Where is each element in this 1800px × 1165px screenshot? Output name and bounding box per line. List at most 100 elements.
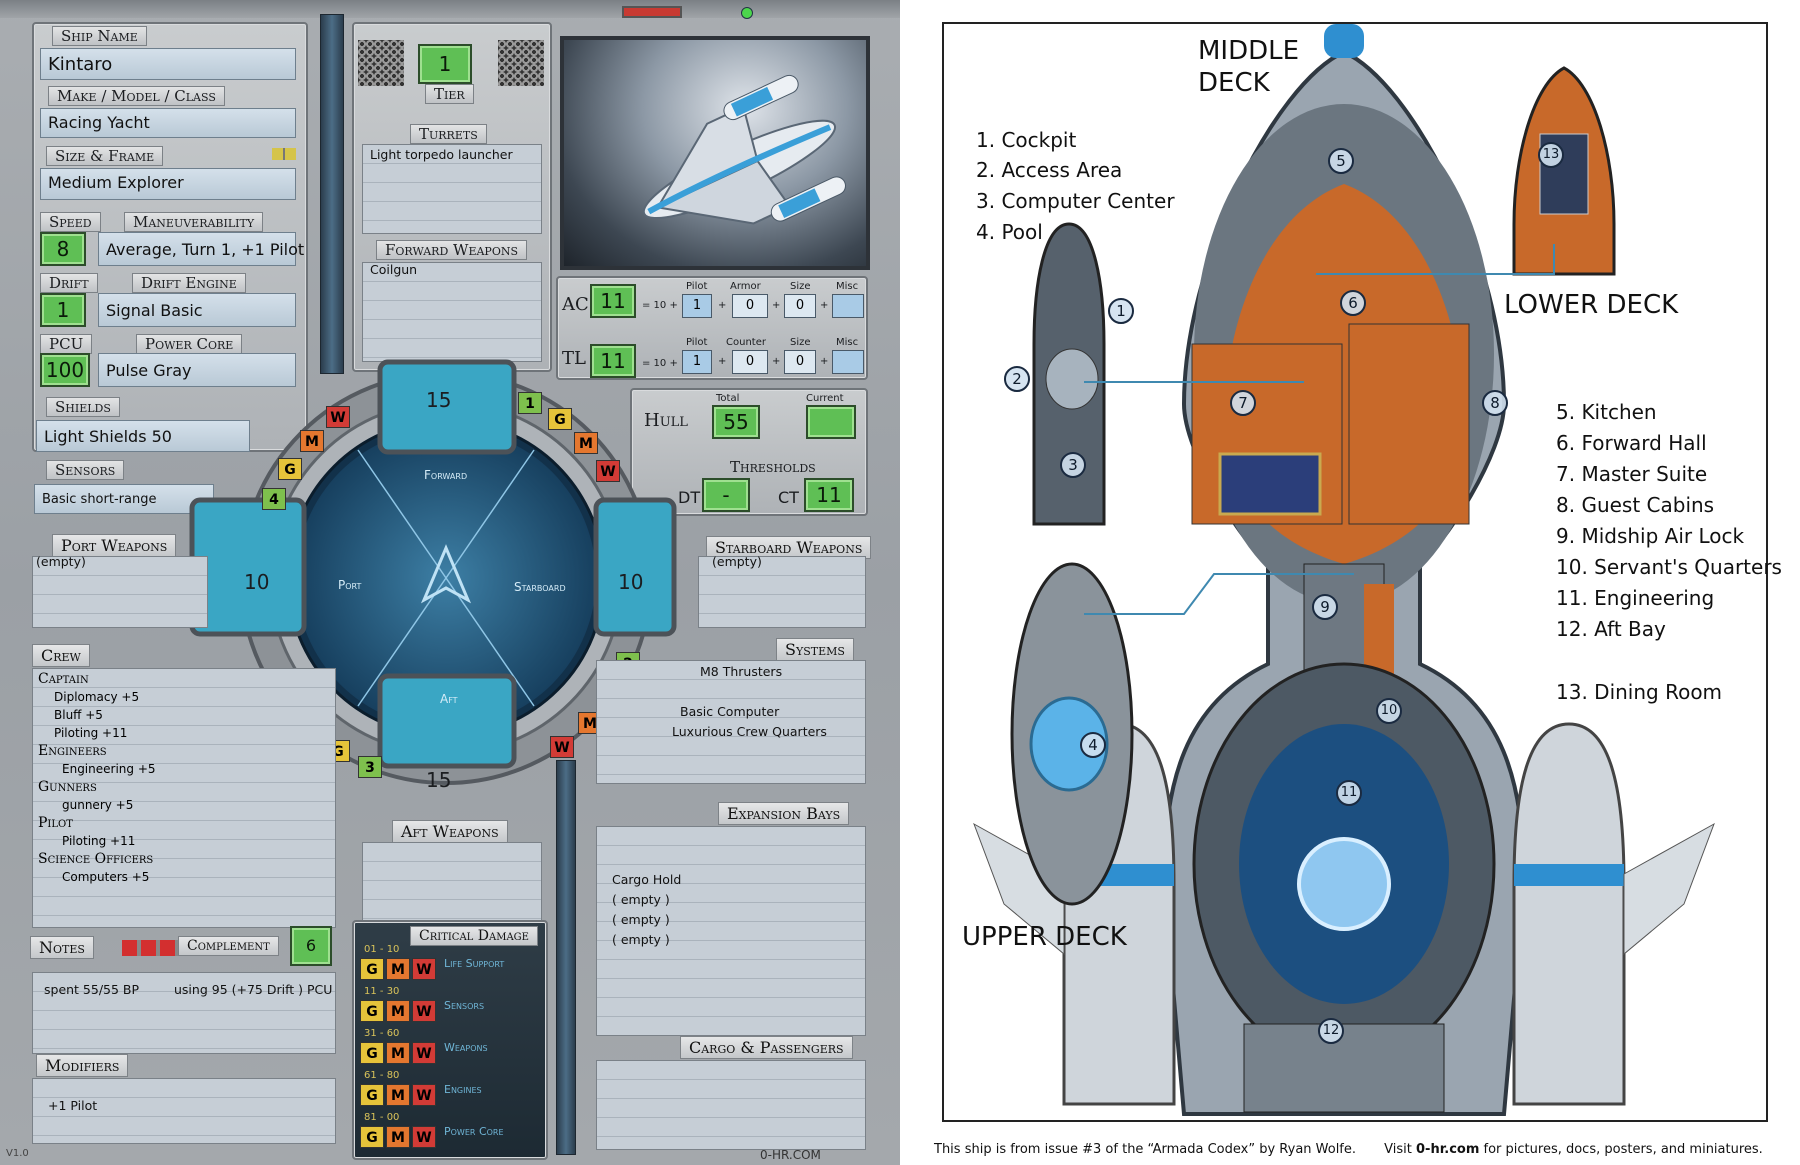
room-marker-13[interactable]: 13 bbox=[1538, 142, 1564, 168]
room-marker-3[interactable]: 3 bbox=[1060, 452, 1086, 478]
crew-skill[interactable]: Engineering +5 bbox=[62, 762, 156, 776]
critical-w[interactable]: W bbox=[412, 1084, 436, 1106]
room-marker-5[interactable]: 5 bbox=[1328, 148, 1354, 174]
ct-box[interactable]: 11 bbox=[804, 478, 854, 512]
room-marker-6[interactable]: 6 bbox=[1340, 290, 1366, 316]
aft-shield-panel[interactable] bbox=[377, 673, 517, 769]
crew-skill[interactable]: Computers +5 bbox=[62, 870, 150, 884]
room-marker-11[interactable]: 11 bbox=[1336, 780, 1362, 806]
condition-g-nw[interactable]: G bbox=[278, 458, 302, 480]
tl-misc-cell[interactable] bbox=[832, 350, 864, 374]
complement-box[interactable]: 6 bbox=[290, 926, 332, 966]
crew-skill[interactable]: Diplomacy +5 bbox=[54, 690, 140, 704]
system-item-1[interactable]: M8 Thrusters bbox=[700, 664, 783, 679]
ac-armor-cell[interactable]: 0 bbox=[732, 294, 768, 318]
condition-m-nw[interactable]: M bbox=[300, 430, 324, 452]
maneuver-label: Maneuverability bbox=[124, 212, 264, 232]
room-marker-2[interactable]: 2 bbox=[1004, 366, 1030, 392]
critical-m[interactable]: M bbox=[386, 1126, 410, 1148]
critical-g[interactable]: G bbox=[360, 1042, 384, 1064]
crew-skill[interactable]: Piloting +11 bbox=[62, 834, 136, 848]
pcu-box[interactable]: 100 bbox=[40, 353, 90, 387]
connector-deck-9 bbox=[1084, 573, 1354, 615]
shield-starboard-value[interactable]: 10 bbox=[618, 570, 644, 594]
critical-m[interactable]: M bbox=[386, 1000, 410, 1022]
credit-site-link[interactable]: 0-hr.com bbox=[1416, 1142, 1480, 1157]
shields-field[interactable]: Light Shields 50 bbox=[36, 420, 250, 452]
critical-g[interactable]: G bbox=[360, 1000, 384, 1022]
drift-engine-field[interactable]: Signal Basic bbox=[98, 293, 296, 327]
condition-w-nw[interactable]: W bbox=[326, 406, 350, 428]
critical-m[interactable]: M bbox=[386, 958, 410, 980]
notes-left[interactable]: spent 55/55 BP bbox=[44, 982, 140, 997]
condition-g-ne[interactable]: G bbox=[548, 408, 572, 430]
system-item-2[interactable]: Basic Computer bbox=[680, 704, 780, 719]
ac-box[interactable]: 11 bbox=[590, 284, 636, 318]
critical-w[interactable]: W bbox=[412, 1126, 436, 1148]
room-marker-8[interactable]: 8 bbox=[1482, 390, 1508, 416]
hull-total-box[interactable]: 55 bbox=[712, 405, 760, 439]
drift-engine-label: Drift Engine bbox=[132, 273, 246, 293]
hull-current-box[interactable] bbox=[806, 405, 856, 439]
crew-skill[interactable]: Bluff +5 bbox=[54, 708, 103, 722]
critical-g[interactable]: G bbox=[360, 1084, 384, 1106]
shield-port-value[interactable]: 10 bbox=[244, 570, 270, 594]
port-shield-panel[interactable] bbox=[189, 497, 307, 637]
crew-skill[interactable]: gunnery +5 bbox=[62, 798, 134, 812]
ship-name-field[interactable]: Kintaro bbox=[40, 48, 296, 80]
expansion-item-2[interactable]: ( empty ) bbox=[612, 892, 670, 907]
critical-w[interactable]: W bbox=[412, 958, 436, 980]
starboard-shield-panel[interactable] bbox=[593, 497, 677, 637]
condition-m-ne[interactable]: M bbox=[574, 432, 598, 454]
tl-pilot-cell[interactable]: 1 bbox=[682, 350, 712, 374]
sensors-field[interactable]: Basic short-range bbox=[34, 484, 214, 514]
expansion-item-1[interactable]: Cargo Hold bbox=[612, 872, 682, 887]
notes-right[interactable]: using 95 (+75 Drift ) PCU bbox=[174, 982, 333, 997]
tier-box[interactable]: 1 bbox=[418, 44, 472, 84]
port-weapons-value[interactable]: (empty) bbox=[36, 554, 86, 569]
shield-forward-value[interactable]: 15 bbox=[426, 388, 452, 412]
shield-aft-value[interactable]: 15 bbox=[426, 768, 452, 792]
room-marker-10[interactable]: 10 bbox=[1376, 698, 1402, 724]
critical-g[interactable]: G bbox=[360, 958, 384, 980]
maneuver-field[interactable]: Average, Turn 1, +1 Pilot bbox=[98, 232, 304, 266]
condition-n-nw[interactable]: 4 bbox=[262, 488, 286, 510]
dt-box[interactable]: - bbox=[702, 478, 750, 512]
ac-size-cell[interactable]: 0 bbox=[784, 294, 816, 318]
crew-skill[interactable]: Piloting +11 bbox=[54, 726, 128, 740]
critical-m[interactable]: M bbox=[386, 1042, 410, 1064]
critical-w[interactable]: W bbox=[412, 1000, 436, 1022]
size-field[interactable]: Medium Explorer bbox=[40, 168, 296, 200]
critical-g[interactable]: G bbox=[360, 1126, 384, 1148]
critical-range: 01 - 10 bbox=[364, 944, 400, 955]
condition-n-sw[interactable]: 3 bbox=[358, 756, 382, 778]
tl-counter-cell[interactable]: 0 bbox=[732, 350, 768, 374]
room-marker-12[interactable]: 12 bbox=[1318, 1018, 1344, 1044]
tl-size-cell[interactable]: 0 bbox=[784, 350, 816, 374]
ac-misc-cell[interactable] bbox=[832, 294, 864, 318]
room-marker-1[interactable]: 1 bbox=[1108, 298, 1134, 324]
condition-n-ne[interactable]: 1 bbox=[518, 392, 542, 414]
room-marker-7[interactable]: 7 bbox=[1230, 390, 1256, 416]
critical-m[interactable]: M bbox=[386, 1084, 410, 1106]
drift-box[interactable]: 1 bbox=[40, 293, 86, 327]
forward-value[interactable]: Coilgun bbox=[370, 262, 418, 277]
model-field[interactable]: Racing Yacht bbox=[40, 108, 296, 138]
room-marker-4[interactable]: 4 bbox=[1080, 732, 1106, 758]
size-toggle-icon[interactable] bbox=[272, 148, 296, 160]
expansion-item-3[interactable]: ( empty ) bbox=[612, 912, 670, 927]
ac-pilot-cell[interactable]: 1 bbox=[682, 294, 712, 318]
room-marker-9[interactable]: 9 bbox=[1312, 594, 1338, 620]
power-core-field[interactable]: Pulse Gray bbox=[98, 353, 296, 387]
condition-w-ne[interactable]: W bbox=[596, 460, 620, 482]
forward-shield-panel[interactable] bbox=[377, 359, 517, 455]
condition-w-se[interactable]: W bbox=[550, 736, 574, 758]
critical-w[interactable]: W bbox=[412, 1042, 436, 1064]
expansion-item-4[interactable]: ( empty ) bbox=[612, 932, 670, 947]
starboard-weapons-value[interactable]: (empty) bbox=[712, 554, 762, 569]
speed-box[interactable]: 8 bbox=[40, 232, 86, 266]
tl-box[interactable]: 11 bbox=[590, 344, 636, 378]
system-item-3[interactable]: Luxurious Crew Quarters bbox=[672, 724, 827, 739]
turrets-value[interactable]: Light torpedo launcher bbox=[370, 147, 513, 162]
modifiers-value[interactable]: +1 Pilot bbox=[48, 1098, 98, 1113]
